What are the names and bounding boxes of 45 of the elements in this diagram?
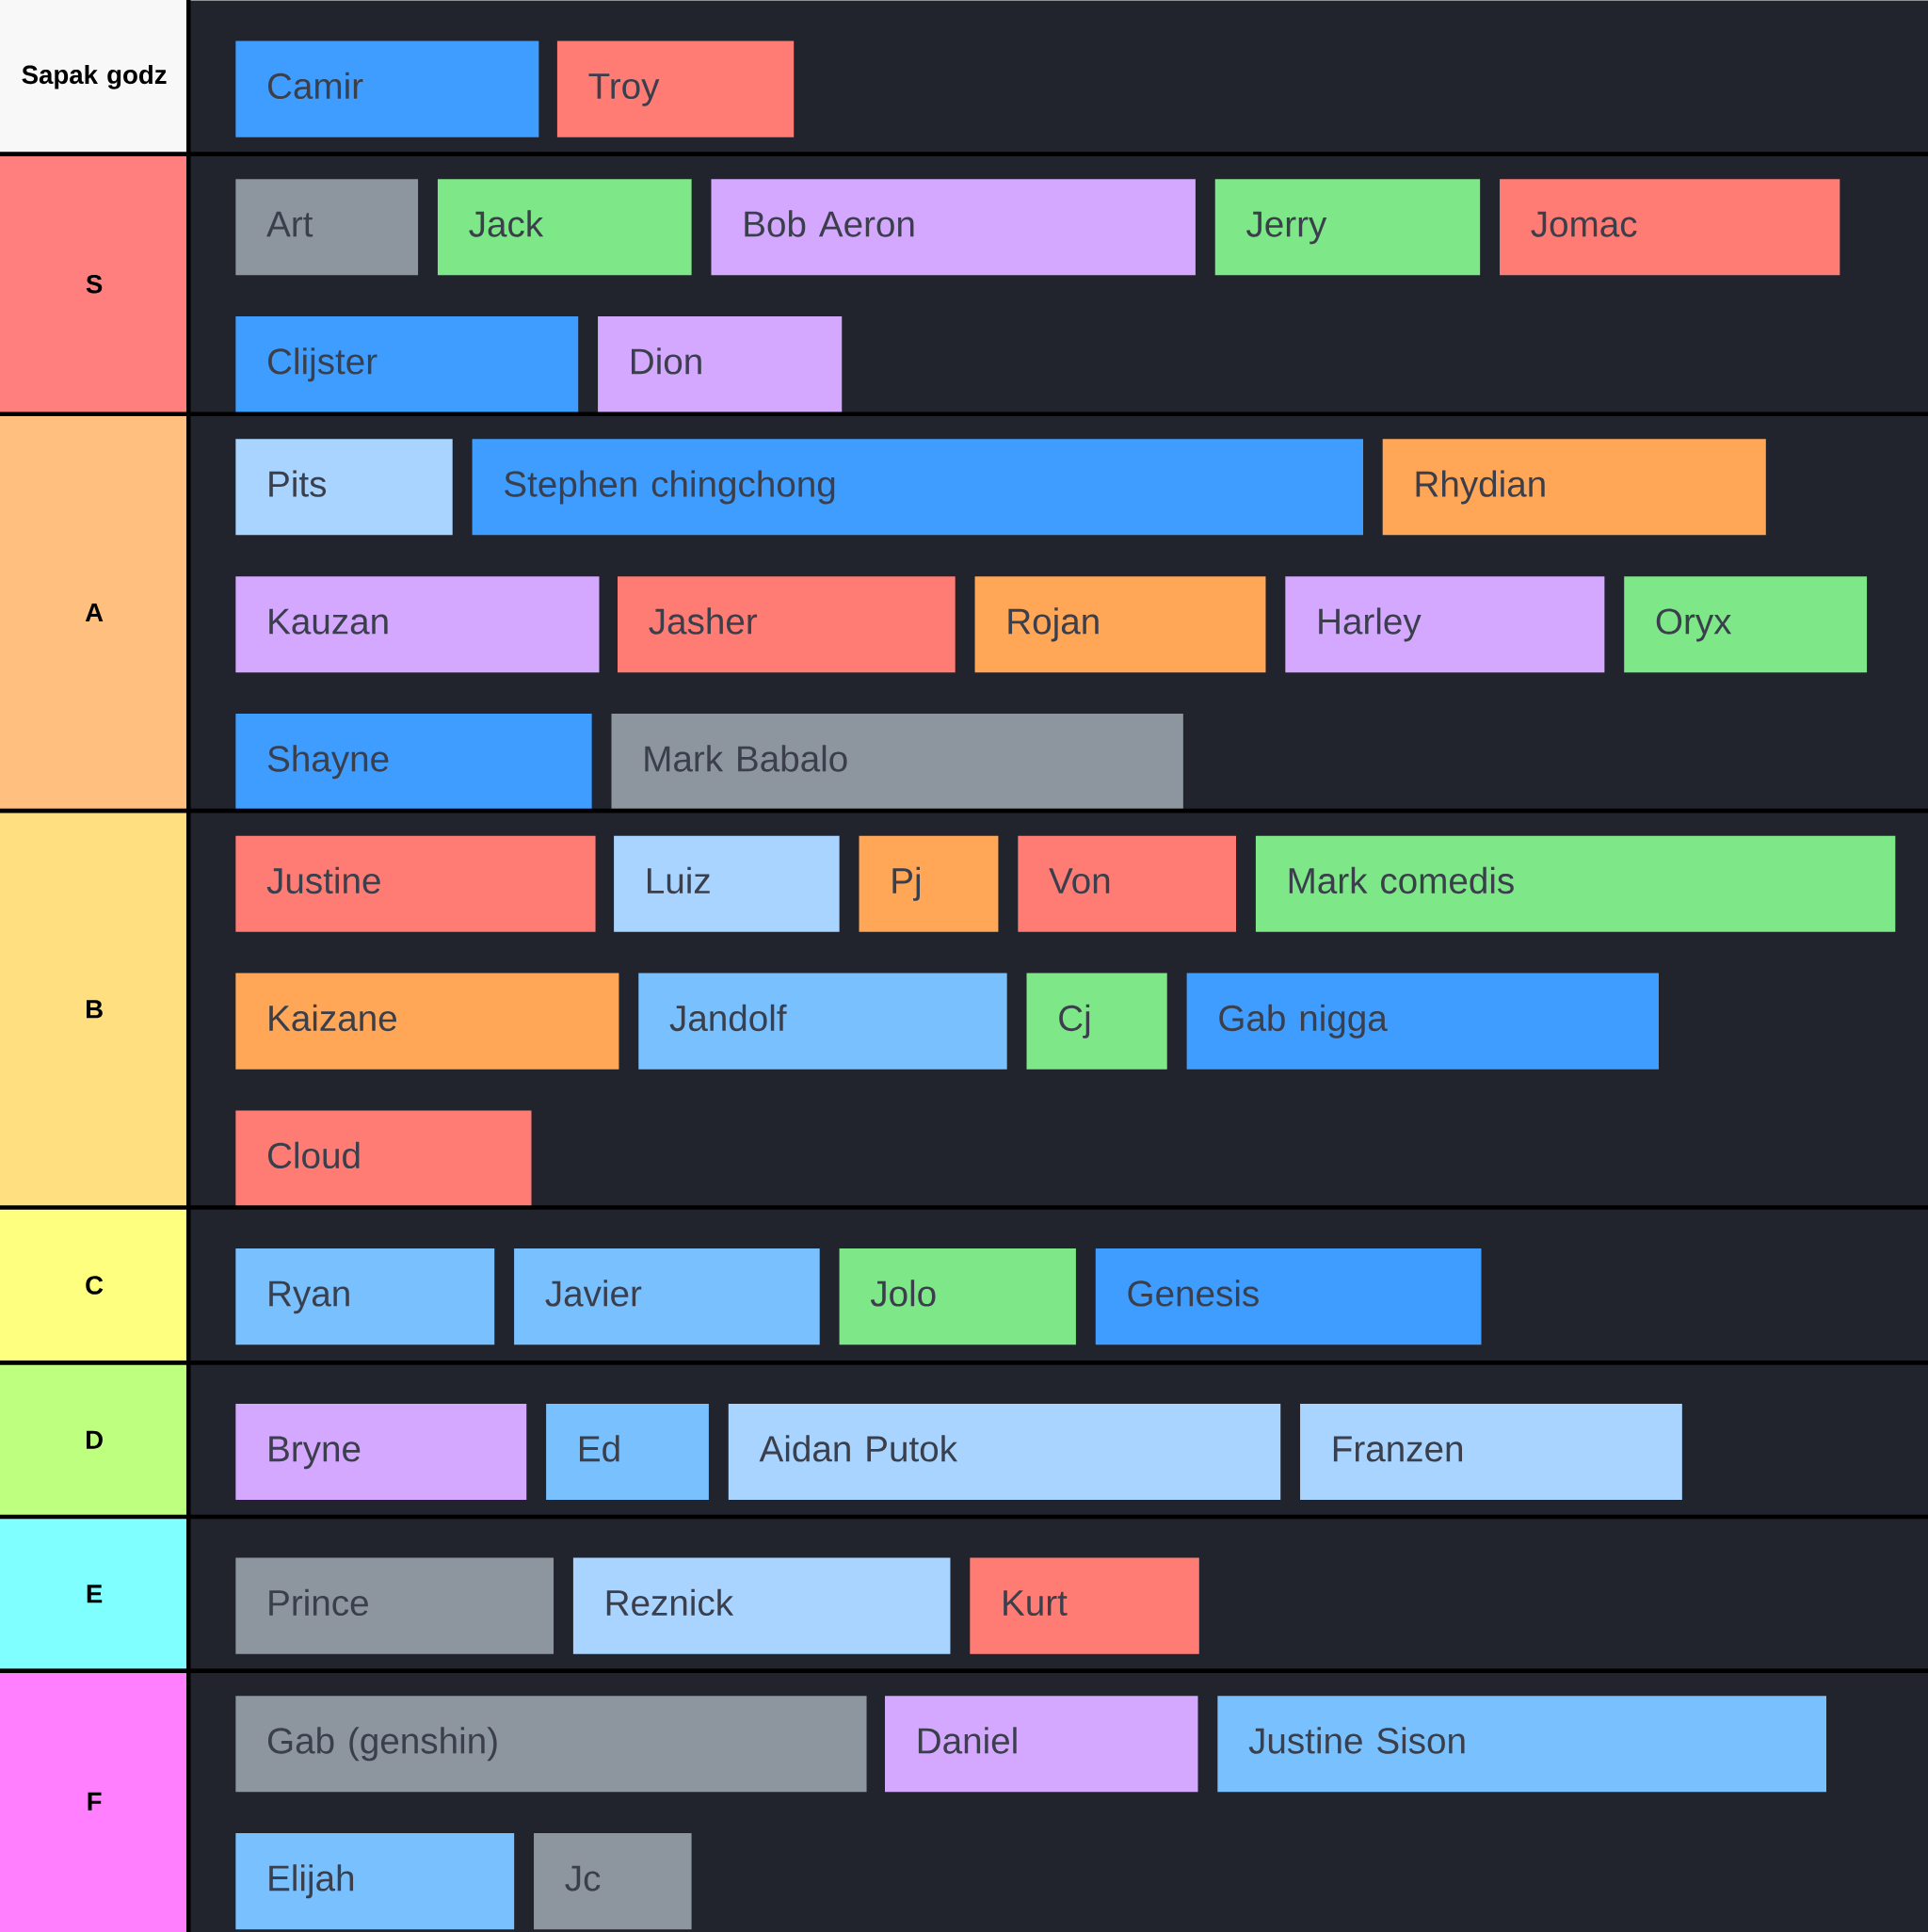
tier-item: Dion: [598, 316, 843, 413]
tier-item: Mark Babalo: [611, 714, 1183, 811]
tier-item: Stephen chingchong: [472, 439, 1363, 536]
tier-item: Harley: [1285, 576, 1605, 673]
tier-item: Kurt: [970, 1557, 1199, 1654]
tier-item: Kauzan: [235, 576, 600, 673]
tier-item: Ed: [546, 1403, 709, 1501]
tier-item: Pits: [235, 439, 453, 536]
tier-item: Rojan: [974, 576, 1266, 673]
tier-item: Jomac: [1500, 179, 1840, 276]
tier-item: Bryne: [235, 1403, 527, 1501]
tier-item: Shayne: [235, 714, 592, 811]
tier-item: Jasher: [618, 576, 956, 673]
tier-item: Jc: [534, 1833, 692, 1930]
tier-item: Prince: [235, 1557, 554, 1654]
tier-item: Justine: [235, 835, 596, 932]
tier-item: Pj: [859, 835, 999, 932]
tier-item: Luiz: [614, 835, 840, 932]
tier-item: Jerry: [1214, 179, 1481, 276]
tier-item: Franzen: [1300, 1403, 1682, 1501]
tier-item: Rhydian: [1382, 439, 1766, 536]
tier-item: Camir: [235, 40, 539, 137]
tier-item: Jack: [437, 179, 692, 276]
tier-item: Cj: [1026, 973, 1167, 1070]
tier-item: Gab nigga: [1186, 973, 1659, 1070]
tier-item: Daniel: [884, 1696, 1198, 1793]
tier-item: Ryan: [235, 1248, 495, 1345]
tier-item: Cloud: [235, 1110, 532, 1207]
tier-item: Kaizane: [235, 973, 619, 1070]
tier-item: Oryx: [1624, 576, 1868, 673]
tier-item: Justine Sison: [1217, 1696, 1826, 1793]
tier-item: Aidan Putok: [728, 1403, 1281, 1501]
tier-item: Art: [235, 179, 419, 276]
tier-item: Clijster: [235, 316, 579, 413]
tier-item: Genesis: [1095, 1248, 1482, 1345]
tier-item: Javier: [514, 1248, 820, 1345]
tier-item: Mark comedis: [1255, 835, 1896, 932]
tier-item: Jolo: [839, 1248, 1076, 1345]
tier-item: Reznick: [572, 1557, 951, 1654]
tier-item: Von: [1018, 835, 1236, 932]
tier-item: Gab (genshin): [235, 1696, 867, 1793]
tier-item: Troy: [556, 40, 795, 137]
tier-item: Elijah: [235, 1833, 515, 1930]
tier-item: Jandolf: [638, 973, 1007, 1070]
tier-item: Bob Aeron: [711, 179, 1196, 276]
